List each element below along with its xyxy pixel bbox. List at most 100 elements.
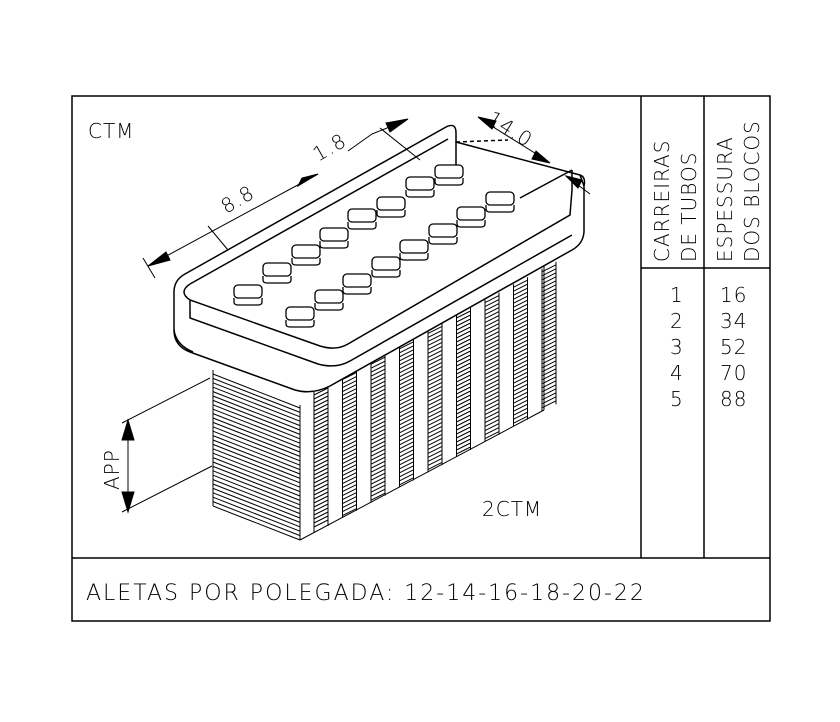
- fin-line: [313, 475, 329, 484]
- fin-line: [541, 316, 557, 325]
- fin-line: [513, 323, 528, 332]
- fin-line: [313, 467, 329, 476]
- fin-line: [399, 469, 414, 478]
- fin-line: [370, 420, 386, 429]
- fin-line: [456, 338, 471, 347]
- fin-line: [484, 339, 500, 348]
- fin-line: [541, 292, 557, 301]
- table-header-thickness: ESPESSURA: [713, 136, 737, 262]
- tube-slot: [405, 176, 435, 198]
- fin-line: [399, 357, 414, 366]
- fin-line: [212, 496, 301, 532]
- fin-line: [212, 470, 301, 506]
- fin-line: [427, 389, 443, 398]
- fin-line: [313, 411, 329, 420]
- fin-line: [513, 335, 528, 344]
- fin-line: [212, 417, 301, 453]
- fin-line: [484, 323, 500, 332]
- fin-line: [313, 439, 329, 448]
- fin-line: [541, 336, 557, 345]
- fin-line: [541, 268, 557, 277]
- fin-line: [342, 388, 357, 397]
- fin-line: [541, 368, 557, 377]
- fin-line: [513, 375, 528, 384]
- fin-line: [513, 399, 528, 408]
- fin-line: [313, 491, 329, 500]
- fin-line: [313, 391, 329, 400]
- fin-line: [342, 508, 357, 517]
- fin-line: [541, 332, 557, 341]
- fin-line: [541, 352, 557, 361]
- fin-line: [370, 480, 386, 489]
- fin-line: [399, 397, 414, 406]
- fin-line: [484, 419, 500, 428]
- fin-line: [541, 328, 557, 337]
- table-cell-thickness: 88: [720, 387, 747, 411]
- fin-line: [212, 408, 301, 444]
- fin-line: [313, 511, 329, 520]
- fin-line: [342, 440, 357, 449]
- tube-slot-side: [314, 303, 344, 311]
- fin-line: [456, 322, 471, 331]
- fin-line: [427, 349, 443, 358]
- fin-line: [513, 331, 528, 340]
- fin-line: [342, 416, 357, 425]
- fin-line: [370, 412, 386, 421]
- fin-line: [541, 284, 557, 293]
- tube-slot: [456, 206, 486, 228]
- fin-line: [456, 438, 471, 447]
- fin-line: [427, 365, 443, 374]
- fin-line: [427, 461, 443, 470]
- fin-line: [212, 457, 301, 493]
- fin-line: [370, 388, 386, 397]
- fin-line: [212, 501, 301, 537]
- fin-line: [456, 318, 471, 327]
- tube-slot: [285, 306, 315, 328]
- fin-line: [541, 372, 557, 381]
- fin-line: [541, 392, 557, 401]
- fin-line: [399, 365, 414, 374]
- fin-line: [212, 461, 301, 497]
- fin-line: [370, 356, 386, 365]
- fin-line: [313, 403, 329, 412]
- tube-slot-top: [262, 262, 292, 277]
- fin-line: [427, 401, 443, 410]
- fin-line: [456, 398, 471, 407]
- fin-line: [399, 457, 414, 466]
- fin-line: [541, 296, 557, 305]
- fin-line: [513, 379, 528, 388]
- tube-slot-side: [233, 298, 263, 306]
- fin-line: [484, 351, 500, 360]
- fin-line: [342, 400, 357, 409]
- fin-line: [427, 345, 443, 354]
- fin-line: [427, 413, 443, 422]
- fin-line: [399, 425, 414, 434]
- fin-line: [484, 307, 500, 316]
- fin-line: [484, 335, 500, 344]
- fin-line: [370, 364, 386, 373]
- fin-line: [370, 428, 386, 437]
- fin-line: [313, 471, 329, 480]
- fin-line: [427, 357, 443, 366]
- fin-line: [399, 433, 414, 442]
- fin-line: [513, 403, 528, 412]
- fin-line: [212, 386, 301, 422]
- fin-line: [399, 377, 414, 386]
- fin-line: [513, 327, 528, 336]
- fin-line: [370, 444, 386, 453]
- fin-line: [513, 351, 528, 360]
- fin-line: [456, 446, 471, 455]
- fin-line: [427, 337, 443, 346]
- fin-line: [427, 325, 443, 334]
- fin-line: [427, 341, 443, 350]
- fin-line: [212, 474, 301, 510]
- fin-line: [427, 449, 443, 458]
- dimension-lines: [121, 116, 591, 514]
- fin-line: [370, 368, 386, 377]
- fin-line: [513, 287, 528, 296]
- fin-line: [212, 487, 301, 523]
- fin-line: [484, 375, 500, 384]
- fin-line: [484, 331, 500, 340]
- fin-line: [399, 361, 414, 370]
